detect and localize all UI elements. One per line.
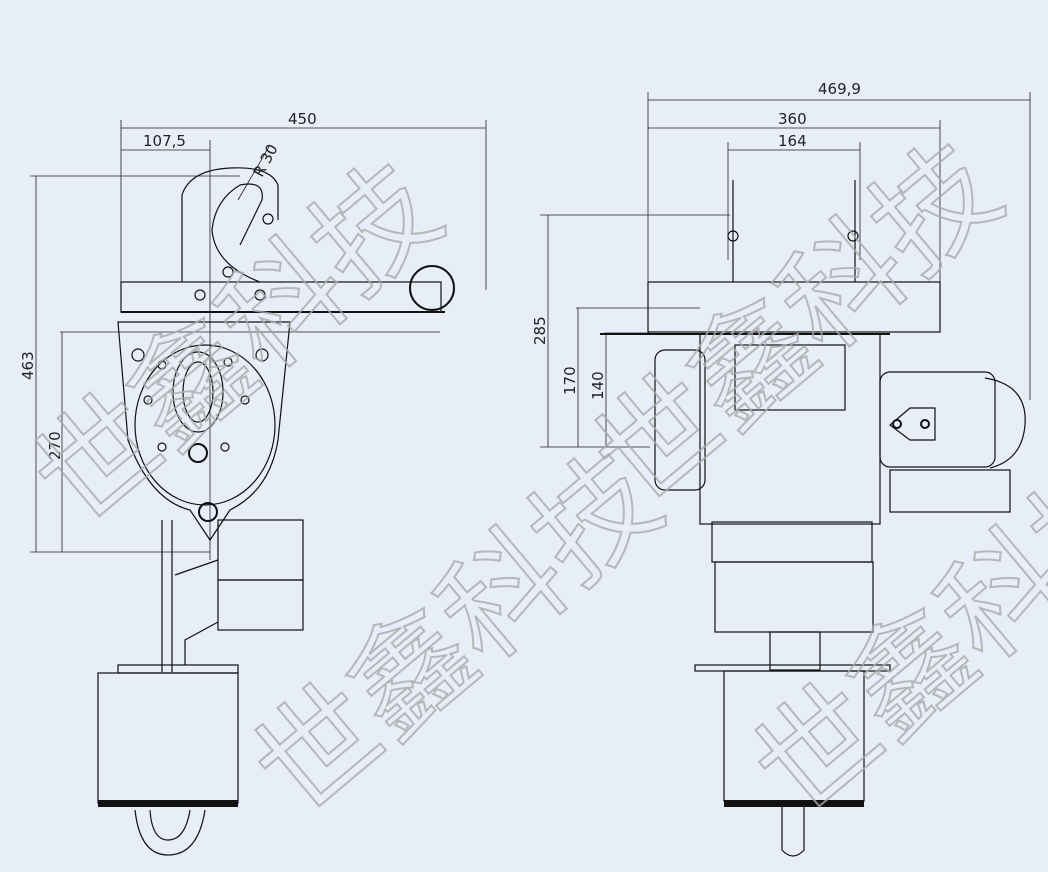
dim-360: 360 xyxy=(778,110,807,128)
dim-285: 285 xyxy=(531,316,549,345)
left-body xyxy=(97,167,455,856)
left-view: 450 107,5 R 30 463 270 xyxy=(19,110,487,856)
right-body xyxy=(600,180,1026,857)
svg-text:世鑫科技: 世鑫科技 xyxy=(229,427,686,842)
dim-170: 170 xyxy=(561,366,579,395)
dim-r30: R 30 xyxy=(250,141,282,180)
right-view: 469,9 360 164 285 170 140 xyxy=(531,80,1031,857)
dim-140: 140 xyxy=(589,371,607,400)
watermark: 世鑫科技 世鑫科技 世鑫科技 世鑫科技 xyxy=(8,116,1048,843)
dim-164: 164 xyxy=(778,132,807,150)
dim-469-9: 469,9 xyxy=(818,80,861,98)
dim-107-5: 107,5 xyxy=(143,132,186,150)
right-dimension-lines xyxy=(540,92,1031,448)
svg-text:世鑫科技: 世鑫科技 xyxy=(729,427,1048,842)
dim-463: 463 xyxy=(19,351,37,380)
svg-text:世鑫科技: 世鑫科技 xyxy=(9,137,466,552)
dim-270: 270 xyxy=(46,431,64,460)
left-dimension-lines xyxy=(30,120,487,560)
dim-450: 450 xyxy=(288,110,317,128)
